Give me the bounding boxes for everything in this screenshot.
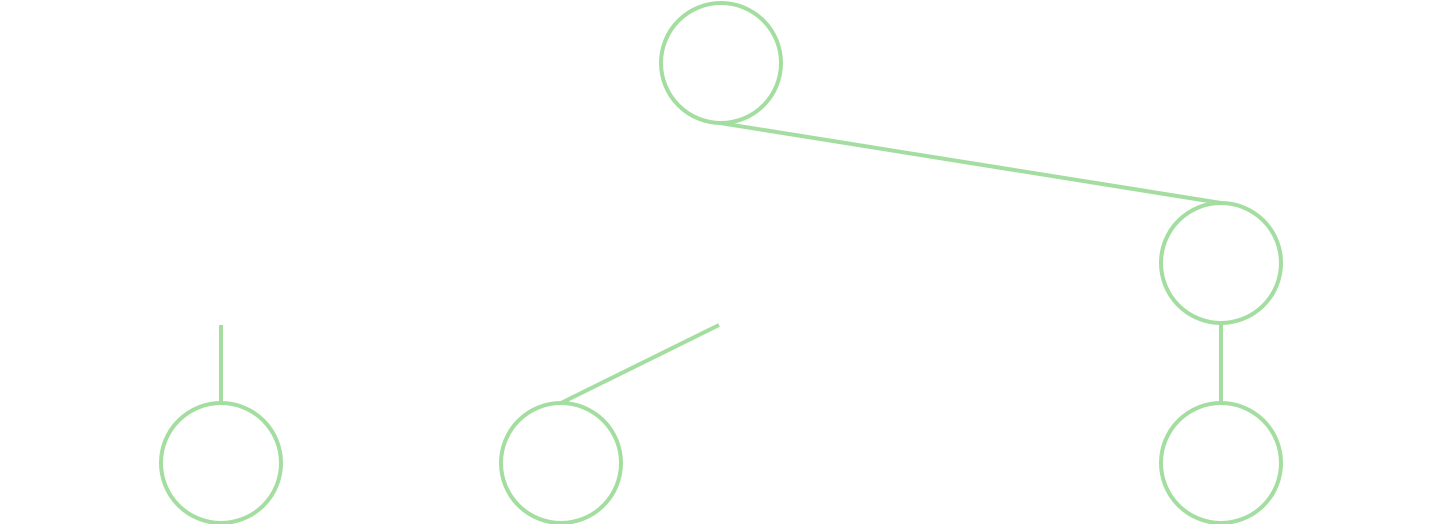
edge-root-to-right-child xyxy=(719,121,1222,205)
node-middle-leaf xyxy=(499,401,623,524)
edge-dangling-to-middle-leaf xyxy=(560,323,720,405)
nodes xyxy=(159,1,1283,524)
node-root xyxy=(659,1,783,125)
node-left-leaf xyxy=(159,401,283,524)
edges xyxy=(219,121,1223,405)
node-right-child xyxy=(1159,201,1283,325)
node-right-leaf xyxy=(1159,401,1283,524)
